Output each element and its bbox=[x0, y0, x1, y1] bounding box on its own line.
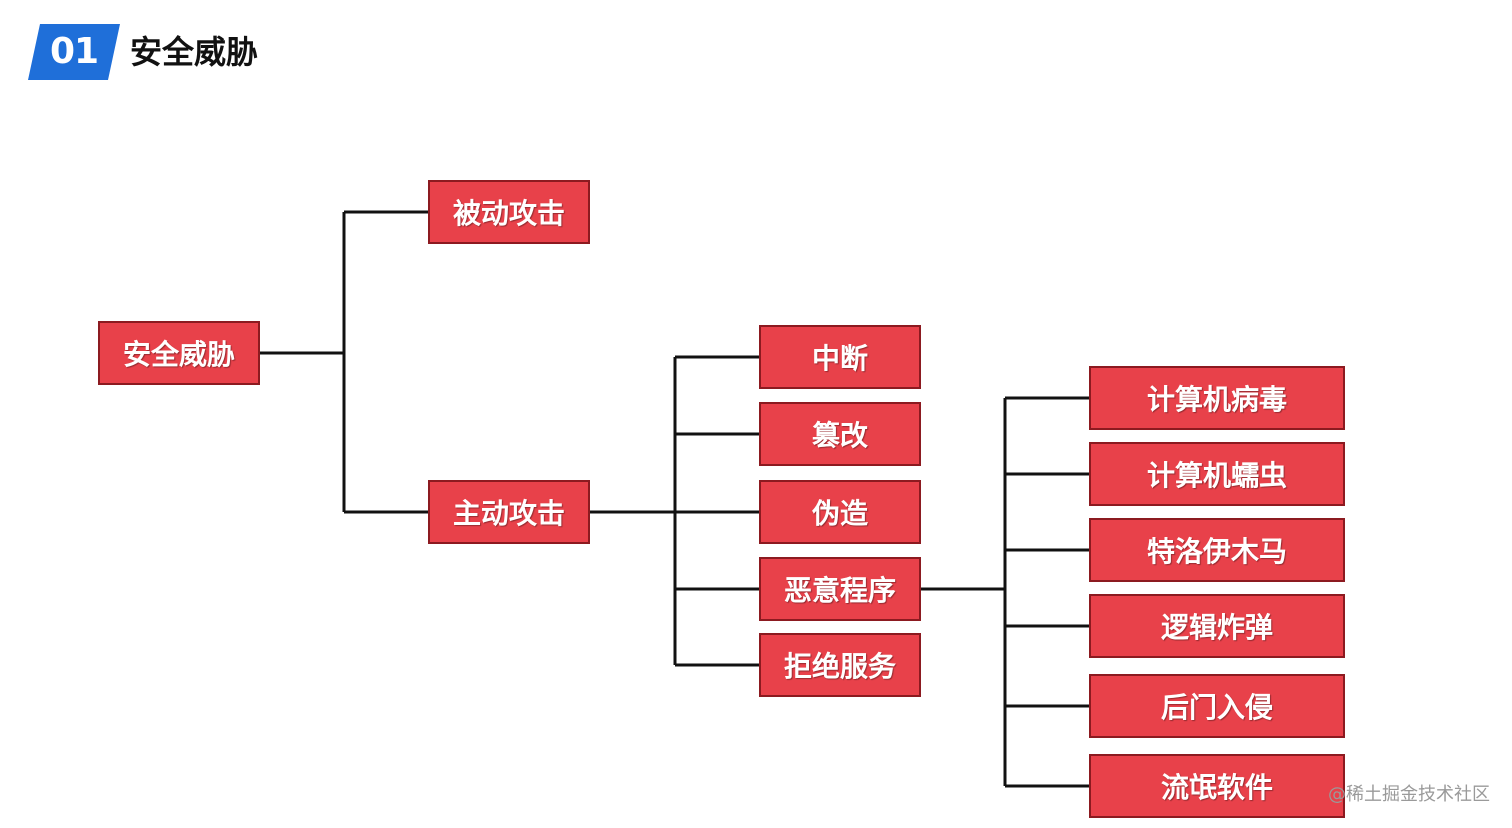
node-logic-bomb: 逻辑炸弹 bbox=[1089, 594, 1345, 658]
section-number-badge bbox=[28, 24, 120, 80]
node-active-attack: 主动攻击 bbox=[428, 480, 590, 544]
section-number: 01 bbox=[49, 31, 99, 72]
node-computer-virus: 计算机病毒 bbox=[1089, 366, 1345, 430]
node-passive-attack: 被动攻击 bbox=[428, 180, 590, 244]
node-forgery: 伪造 bbox=[759, 480, 921, 544]
watermark: @稀土掘金技术社区 bbox=[1328, 784, 1490, 805]
node-tampering: 篡改 bbox=[759, 402, 921, 466]
node-interruption: 中断 bbox=[759, 325, 921, 389]
node-computer-worm: 计算机蠕虫 bbox=[1089, 442, 1345, 506]
node-rogue-software: 流氓软件 bbox=[1089, 754, 1345, 818]
page-title: 安全威胁 bbox=[130, 33, 259, 71]
node-malware: 恶意程序 bbox=[759, 557, 921, 621]
node-trojan-horse: 特洛伊木马 bbox=[1089, 518, 1345, 582]
node-backdoor: 后门入侵 bbox=[1089, 674, 1345, 738]
node-denial-of-service: 拒绝服务 bbox=[759, 633, 921, 697]
node-root: 安全威胁 bbox=[98, 321, 260, 385]
